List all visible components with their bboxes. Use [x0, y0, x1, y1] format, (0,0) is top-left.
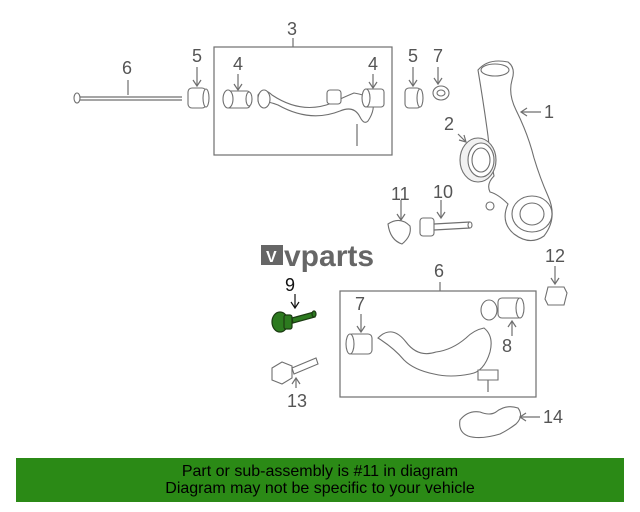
part-6-long-bolt	[73, 92, 182, 104]
part-5-nut-right	[404, 87, 424, 109]
upper-control-arm	[257, 89, 374, 146]
part-1-steering-knuckle	[477, 60, 553, 242]
lower-arm-assembly-box	[339, 290, 537, 398]
callout-9: 7	[355, 294, 365, 314]
part-12-cam-bolt	[419, 217, 473, 237]
part-14-nut	[544, 286, 568, 306]
callout-10: 8	[502, 336, 512, 356]
callout-5a: 5	[192, 46, 202, 66]
part-10-bushing	[497, 297, 525, 319]
part-16-bracket	[459, 406, 522, 439]
callout-13: 11	[391, 184, 410, 204]
footer-banner: Part or sub-assembly is #11 in diagram D…	[16, 458, 624, 502]
callout-5b: 5	[408, 46, 418, 66]
footer-line-1: Part or sub-assembly is #11 in diagram	[181, 463, 459, 480]
part-11-bolt-highlighted	[271, 310, 317, 333]
callout-11: 9	[285, 275, 295, 295]
lower-control-arm	[377, 299, 499, 392]
upper-arm-assembly-box	[213, 46, 393, 156]
callout-14: 12	[545, 246, 565, 266]
callout-12: 10	[433, 182, 453, 202]
callout-3: 3	[287, 19, 297, 39]
callout-6: 6	[122, 58, 132, 78]
footer-line-2: Diagram may not be specific to your vehi…	[165, 480, 475, 497]
callout-4b: 4	[368, 54, 378, 74]
callout-4a: 4	[233, 54, 243, 74]
callout-2: 2	[444, 114, 454, 134]
callout-16: 14	[543, 407, 563, 427]
watermark-logo-letter: V	[266, 249, 277, 266]
callout-7: 7	[433, 46, 443, 66]
callout-15: 13	[287, 391, 307, 411]
vparts-watermark: V vparts	[261, 240, 374, 273]
watermark-text: vparts	[284, 240, 374, 273]
part-2-hub-bearing	[459, 137, 497, 183]
part-5-nut-left	[187, 87, 210, 109]
part-4-bushing-left	[222, 89, 253, 109]
parts-diagram: 3 6 5 4 4 5	[73, 19, 568, 439]
part-15-bolt	[271, 357, 319, 385]
part-4-bushing-right	[361, 88, 385, 108]
callout-8: 6	[434, 261, 444, 281]
part-7-washer	[432, 85, 450, 101]
part-13-cam	[387, 219, 411, 245]
callout-1: 1	[544, 102, 554, 122]
part-9-bushing	[345, 333, 373, 355]
